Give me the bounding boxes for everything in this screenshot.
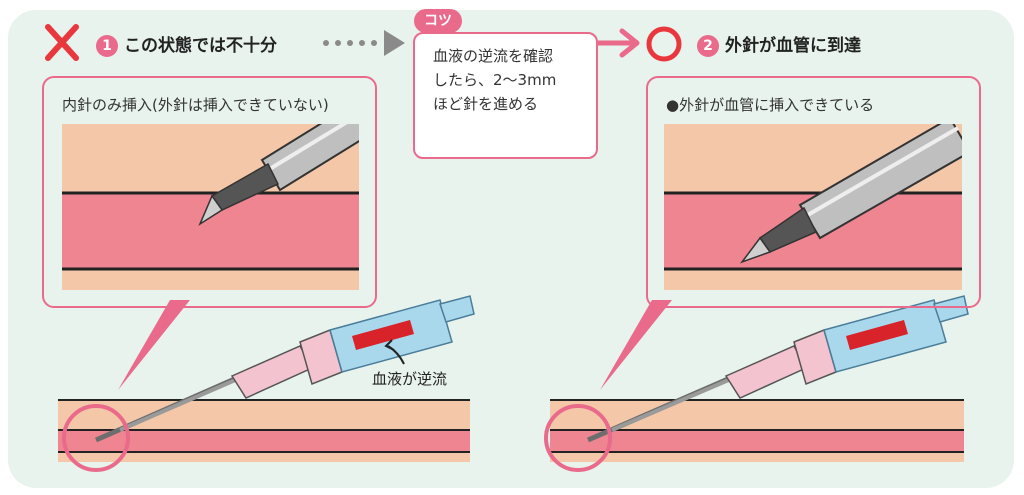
left-heading-text: この状態では不十分: [124, 36, 277, 56]
right-catheter-device: [587, 295, 969, 443]
tip-tag: コツ: [414, 9, 462, 33]
right-skin: [550, 399, 964, 462]
right-heading: 2 外針が血管に到達: [697, 31, 861, 57]
left-callout-text: 内針のみ挿入(外針は挿入できていない): [62, 96, 329, 114]
right-pointer-wedge: [600, 300, 672, 390]
backflow-label: 血液が逆流: [372, 370, 448, 388]
left-catheter-device: [94, 295, 475, 443]
right-closeup: [664, 124, 962, 290]
cross-icon: [45, 24, 79, 61]
left-closeup: [62, 124, 359, 290]
dotted-arrow: [323, 30, 405, 56]
step-number-badge: 2: [697, 35, 719, 57]
left-magnifier-circle: [62, 404, 130, 472]
right-heading-text: 外針が血管に到達: [725, 36, 861, 56]
backflow-arrow: [384, 339, 405, 365]
step-number-badge: 1: [96, 35, 118, 57]
right-callout-text: ●外針が血管に挿入できている: [666, 96, 875, 114]
circle-icon: [646, 26, 682, 62]
pink-arrow: [598, 28, 640, 58]
tip-box: 血液の逆流を確認 したら、2〜3mm ほど針を進める: [413, 32, 598, 159]
left-pointer-wedge: [118, 300, 190, 390]
right-magnifier-circle: [544, 404, 612, 472]
left-heading: 1 この状態では不十分: [96, 31, 277, 57]
right-callout: [646, 76, 981, 308]
left-callout: [42, 76, 377, 308]
